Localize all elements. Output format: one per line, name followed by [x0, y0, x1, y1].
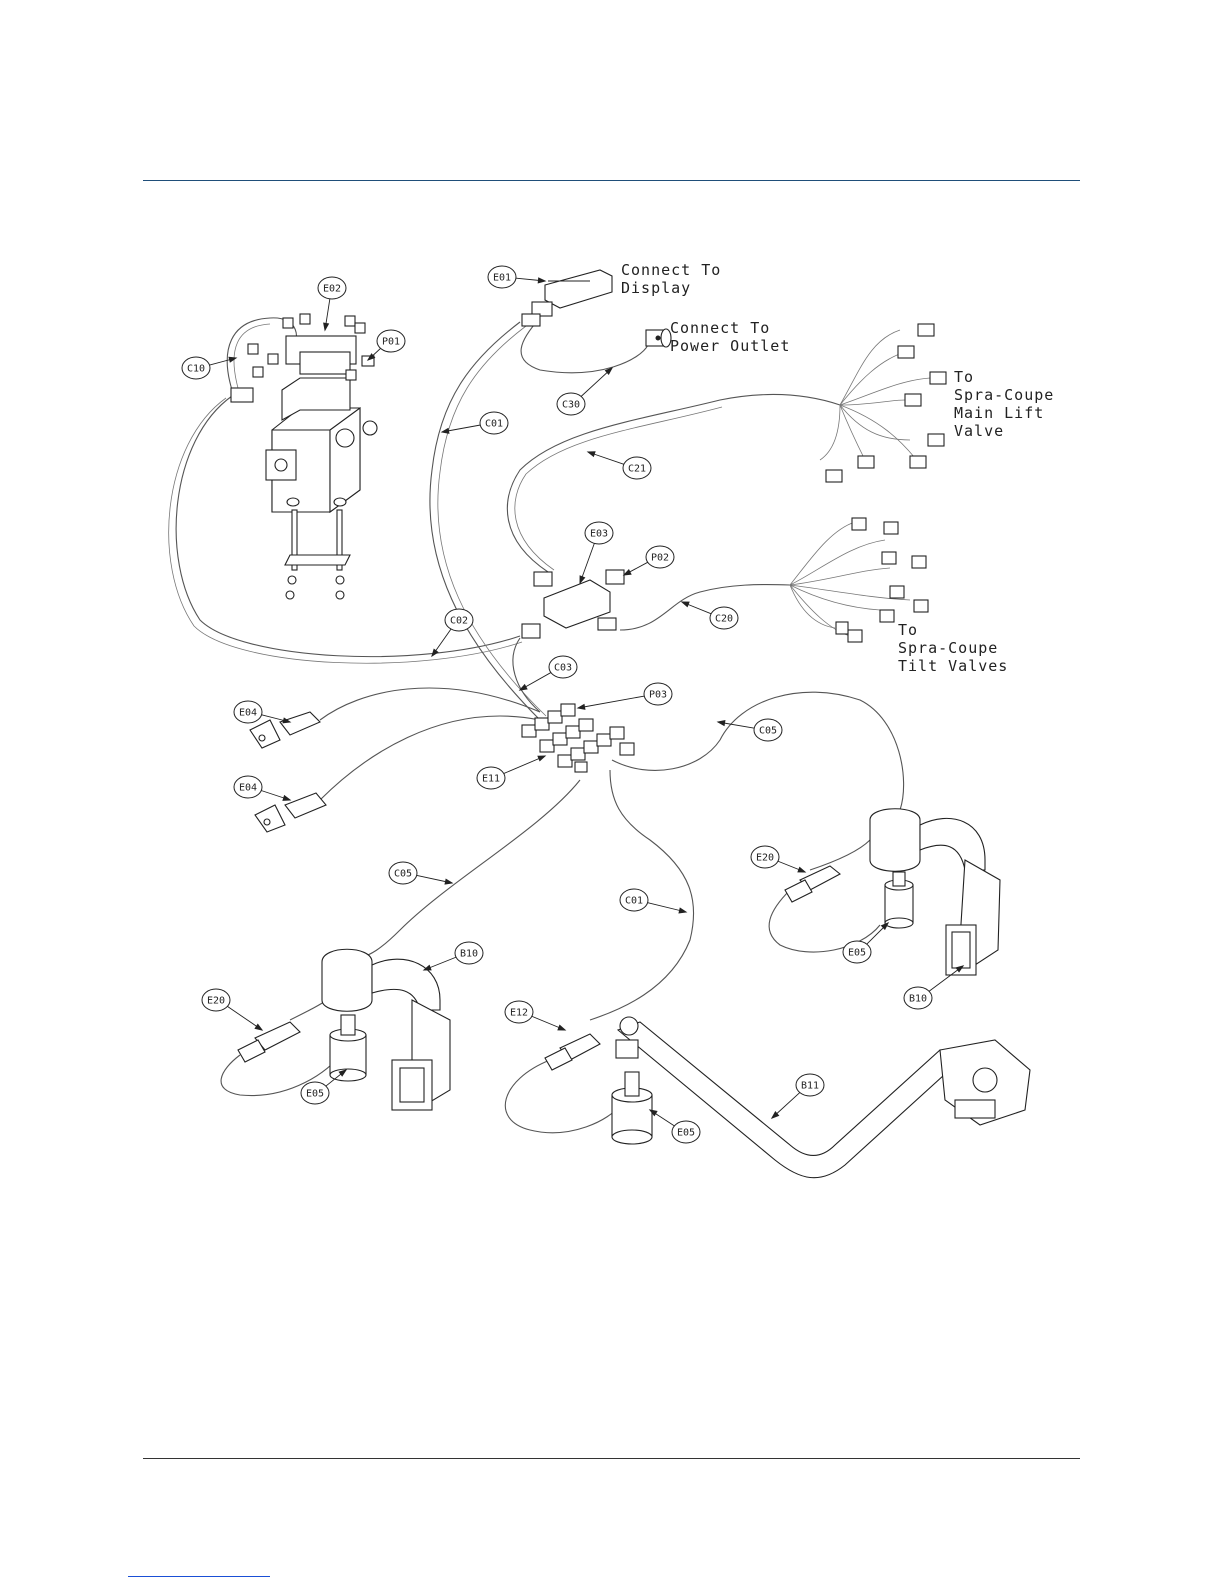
- note-main-lift-line-2: Spra-Coupe: [954, 386, 1054, 404]
- callout-label: P02: [651, 553, 669, 564]
- callout-c03: C03: [520, 656, 577, 690]
- callout-e05-right: E05: [843, 923, 888, 963]
- callout-e04-b: E04: [234, 776, 290, 800]
- note-tilt-line-2: Spra-Coupe: [898, 639, 998, 657]
- arm-assembly: [545, 1017, 1030, 1178]
- callout-label: E12: [510, 1008, 528, 1019]
- callout-label: C01: [625, 896, 643, 907]
- callout-label: B11: [801, 1081, 819, 1092]
- hydraulic-valve-block: [231, 314, 377, 599]
- callout-p02: P02: [624, 546, 674, 575]
- note-power-line-1: Connect To: [670, 319, 770, 337]
- callout-c21: C21: [588, 452, 651, 479]
- callout-e11: E11: [477, 756, 545, 789]
- note-main-lift-line-3: Main Lift: [954, 404, 1044, 422]
- callout-label: C03: [554, 663, 572, 674]
- callout-arrowhead: [798, 867, 805, 872]
- note-main-lift-line-1: To: [954, 368, 974, 386]
- note-main-lift-line-4: Valve: [954, 422, 1004, 440]
- callout-arrowhead: [442, 429, 449, 434]
- callout-p03: P03: [578, 683, 672, 709]
- callout-label: E20: [207, 996, 225, 1007]
- callout-e05-center: E05: [650, 1110, 700, 1143]
- junction-module: [522, 570, 624, 638]
- display-connector: [522, 270, 612, 326]
- callout-arrowhead: [324, 323, 329, 330]
- callout-arrowhead: [538, 278, 545, 283]
- callout-label: E11: [482, 774, 500, 785]
- callout-label: C21: [628, 464, 646, 475]
- callout-c05-right: C05: [718, 719, 782, 741]
- callout-e04-a: E04: [234, 701, 290, 723]
- main-lift-connectors: [826, 324, 946, 482]
- callout-e02: E02: [318, 277, 346, 330]
- callout-arrowhead: [682, 602, 689, 607]
- callout-e05-left: E05: [301, 1070, 346, 1104]
- note-power-line-2: Power Outlet: [670, 337, 790, 355]
- callout-b11: B11: [772, 1074, 824, 1118]
- callout-label: B10: [909, 994, 927, 1005]
- footer-rule: [143, 1458, 1080, 1459]
- cylinder-assembly-left: [238, 949, 450, 1110]
- callout-c01-top: C01: [442, 412, 508, 434]
- callout-arrowhead: [432, 649, 438, 656]
- callout-c30: C30: [557, 368, 612, 415]
- callout-c20: C20: [682, 602, 738, 629]
- callout-label: E04: [239, 783, 257, 794]
- callout-e01: E01: [488, 266, 545, 288]
- callout-label: C01: [485, 419, 503, 430]
- note-main-lift: To Spra-Coupe Main Lift Valve: [954, 368, 1054, 440]
- callout-arrowhead: [229, 357, 236, 362]
- callout-label: E02: [323, 284, 341, 295]
- callout-c01-bottom: C01: [620, 889, 686, 913]
- note-display-line-1: Connect To: [621, 261, 721, 279]
- callout-label: B10: [460, 949, 478, 960]
- callout-label: E20: [756, 853, 774, 864]
- sensor-e04-lower: [255, 793, 326, 832]
- callout-arrowhead: [283, 796, 290, 801]
- footer-link-underline[interactable]: [128, 1576, 270, 1577]
- note-tilt-line-1: To: [898, 621, 918, 639]
- connector-cluster: [522, 704, 634, 772]
- callout-arrowhead: [538, 756, 545, 761]
- callout-label: C02: [450, 616, 468, 627]
- callout-label: C30: [562, 400, 580, 411]
- callout-label: E01: [493, 273, 511, 284]
- callout-arrowhead: [520, 685, 527, 690]
- cylinder-assembly-right: [785, 809, 1000, 975]
- callout-b10-left: B10: [424, 942, 483, 970]
- note-tilt-line-3: Tilt Valves: [898, 657, 1008, 675]
- callout-arrowhead: [588, 452, 595, 457]
- callout-label: E04: [239, 708, 257, 719]
- callout-label: E05: [306, 1089, 324, 1100]
- callout-arrowhead: [558, 1025, 565, 1030]
- callout-c05-left: C05: [389, 862, 452, 884]
- callout-label: C05: [394, 869, 412, 880]
- callout-e20-right: E20: [751, 846, 805, 872]
- callout-label: P03: [649, 690, 667, 701]
- callout-arrowhead: [578, 705, 585, 710]
- callout-label: P01: [382, 337, 400, 348]
- callout-label: C10: [187, 364, 205, 375]
- callout-label: E03: [590, 529, 608, 540]
- callout-label: C05: [759, 726, 777, 737]
- callout-arrowhead: [624, 570, 631, 575]
- callout-label: C20: [715, 614, 733, 625]
- callout-e12: E12: [505, 1001, 565, 1030]
- callout-arrowhead: [445, 879, 452, 884]
- note-tilt: To Spra-Coupe Tilt Valves: [898, 621, 1008, 675]
- callout-arrowhead: [255, 1024, 262, 1030]
- note-display-line-2: Display: [621, 279, 691, 297]
- callout-label: E05: [848, 948, 866, 959]
- power-outlet-plug: [646, 329, 671, 347]
- callout-leader: [578, 696, 645, 708]
- callout-label: E05: [677, 1128, 695, 1139]
- callout-arrowhead: [679, 908, 686, 913]
- callout-b10-right: B10: [904, 966, 963, 1009]
- note-power: Connect To Power Outlet: [670, 319, 790, 355]
- callout-arrowhead: [718, 721, 725, 726]
- callout-e20-left: E20: [202, 989, 262, 1030]
